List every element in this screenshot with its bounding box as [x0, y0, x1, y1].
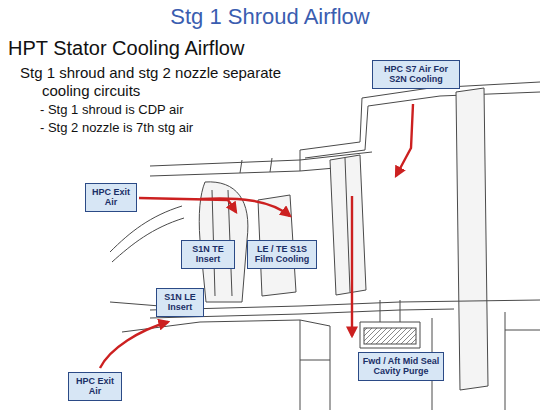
callout-label: S1N TE Insert — [185, 244, 231, 265]
callout-label: LE / TE S1S Film Cooling — [251, 244, 313, 265]
callout-label: HPC S7 Air For S2N Cooling — [376, 64, 456, 85]
callout-box: LE / TE S1S Film Cooling — [247, 240, 317, 269]
heading: HPT Stator Cooling Airflow — [8, 36, 308, 60]
callout-box: HPC Exit Air — [85, 183, 137, 212]
callout-box: HPC S7 Air For S2N Cooling — [372, 60, 460, 89]
callout-box: S1N TE Insert — [181, 240, 235, 269]
callout-label: Fwd / Aft Mid Seal Cavity Purge — [362, 356, 440, 377]
bullet-note: - Stg 1 shroud is CDP air — [40, 102, 280, 118]
callout-box: S1N LE Insert — [156, 288, 204, 317]
airflow-arrows — [100, 104, 413, 368]
callout-box: HPC Exit Air — [68, 372, 122, 401]
honeycomb-seal — [364, 328, 416, 344]
callout-label: S1N LE Insert — [160, 292, 200, 313]
callout-box: Fwd / Aft Mid Seal Cavity Purge — [358, 352, 444, 381]
bullet-note: - Stg 2 nozzle is 7th stg air — [40, 120, 280, 136]
callout-label: HPC Exit Air — [89, 187, 133, 208]
callout-label: HPC Exit Air — [72, 376, 118, 397]
subheading: Stg 1 shroud and stg 2 nozzle separate c… — [20, 64, 282, 100]
page-title: Stg 1 Shroud Airflow — [0, 4, 540, 30]
